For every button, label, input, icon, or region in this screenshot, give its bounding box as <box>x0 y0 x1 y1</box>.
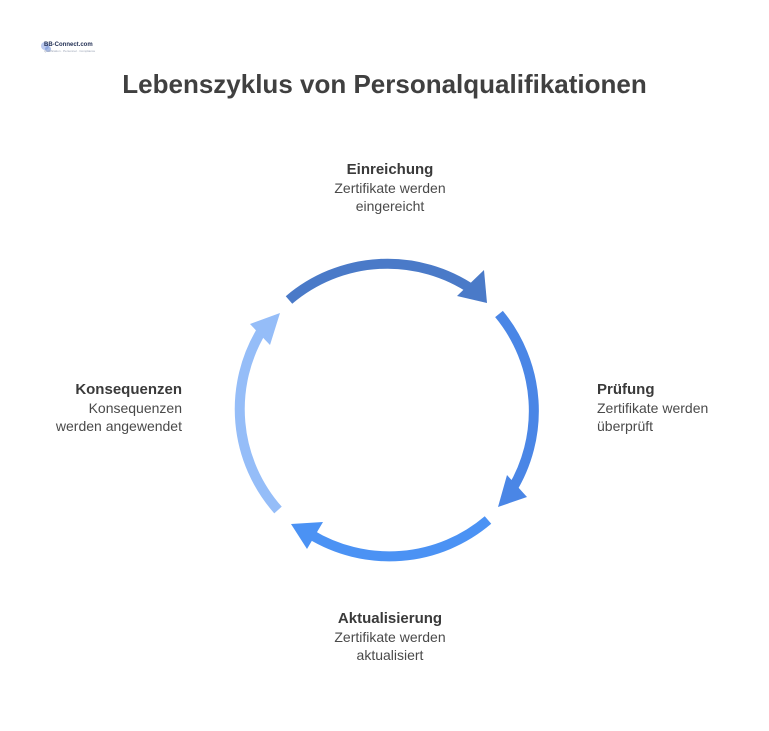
stage-description: werden angewendet <box>55 418 182 434</box>
arrowhead-left-icon <box>250 313 280 345</box>
cycle-arc-konsequenzen <box>234 327 282 514</box>
arrowhead-right-icon <box>498 475 527 507</box>
logo-tagline: Qualification · Personnel · Compliance <box>44 49 96 53</box>
stage-pruefung: Prüfung Zertifikate werden überprüft <box>597 381 757 435</box>
stage-description: Zertifikate werden <box>597 400 709 416</box>
stage-heading: Prüfung <box>597 381 655 398</box>
arrowhead-top-icon <box>457 270 487 303</box>
stage-description: Zertifikate werden <box>334 180 446 196</box>
stage-einreichung: Einreichung Zertifikate werden eingereic… <box>290 161 490 215</box>
page-title: Lebenszyklus von Personalqualifikationen <box>122 69 647 99</box>
stage-heading: Konsequenzen <box>75 381 182 398</box>
stage-aktualisierung: Aktualisierung Zertifikate werden aktual… <box>290 610 490 664</box>
logo-text: BB-Connect.com <box>44 42 93 48</box>
cycle-arc-aktualisierung <box>307 516 492 562</box>
stage-heading: Einreichung <box>346 161 434 178</box>
brand-logo: BB-Connect.com Qualification · Personnel… <box>40 40 95 58</box>
stage-description: eingereicht <box>355 198 425 214</box>
stage-description: Konsequenzen <box>88 400 182 416</box>
stage-description: Zertifikate werden <box>334 629 446 645</box>
logo-splash-icon <box>41 42 51 52</box>
cycle-arc-einreichung <box>285 258 476 304</box>
stage-description: überprüft <box>597 418 654 434</box>
cycle-arc-pruefung <box>495 310 539 494</box>
stage-konsequenzen: Konsequenzen Konsequenzen werden angewen… <box>20 381 182 435</box>
stage-heading: Aktualisierung <box>337 610 443 627</box>
arrowhead-bottom-icon <box>291 522 323 549</box>
stage-description: aktualisiert <box>356 647 424 663</box>
